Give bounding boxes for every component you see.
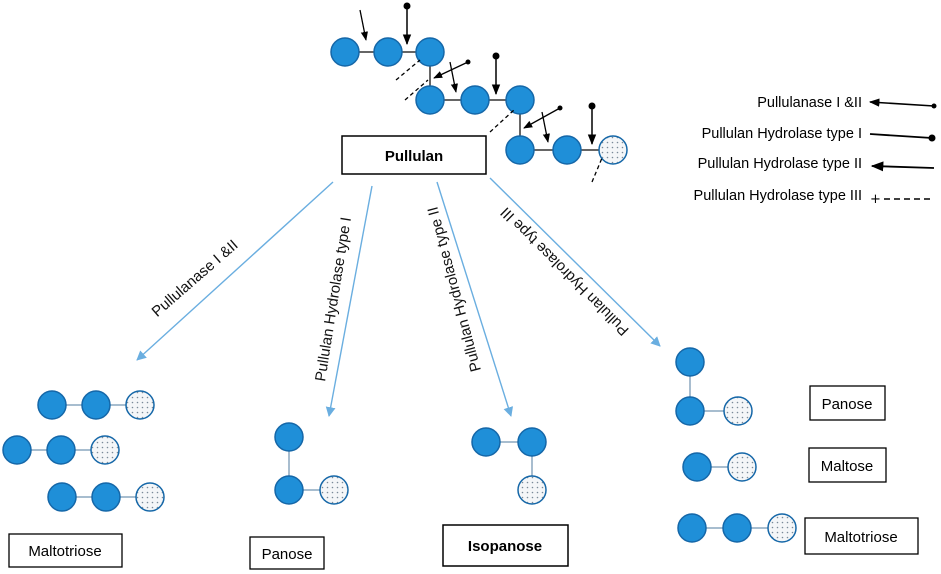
edge-label-type-1: Pullulan Hydrolase type I [312, 216, 355, 383]
glucose-unit [505, 85, 535, 115]
legend-label-type-1: Pullulan Hydrolase type I [702, 126, 862, 142]
glucose-unit [373, 37, 403, 67]
svg-text:+: + [870, 192, 881, 207]
edge-type-3 [489, 177, 661, 347]
pullulan-node: Pullulan [341, 135, 487, 175]
edge-label-type-2: Pullulan Hydrolase type II [424, 205, 484, 374]
pullulan-label: Pullulan [385, 148, 443, 165]
edge-type-2 [436, 181, 514, 417]
glucose-unit [415, 37, 445, 67]
product-label-type3-maltose: Maltose [821, 458, 874, 475]
glucose-unit [505, 135, 535, 165]
reaction-arrows [136, 177, 661, 417]
glucose-unit [415, 85, 445, 115]
glucose-unit [552, 135, 582, 165]
product-label-maltotriose: Maltotriose [28, 543, 101, 560]
legend-label-type-2: Pullulan Hydrolase type II [698, 156, 862, 172]
product-panose-group: Panose [249, 422, 349, 570]
product-type3-group: Panose Maltose Maltotriose [675, 347, 919, 555]
product-isopanose-group: Isopanose [442, 427, 569, 567]
product-maltotriose-group: Maltotriose [2, 390, 165, 568]
product-label-type3-maltotriose: Maltotriose [824, 529, 897, 546]
legend: Pullulanase I &II Pullulan Hydrolase typ… [694, 95, 937, 207]
reducing-end-unit [598, 135, 628, 165]
edge-label-type-3: Pullulan Hydrolase type III [497, 204, 632, 339]
glucose-unit [460, 85, 490, 115]
edge-type-1 [325, 185, 373, 417]
legend-label-type-3: Pullulan Hydrolase type III [694, 188, 862, 204]
product-label-type3-panose: Panose [822, 396, 873, 413]
product-label-isopanose: Isopanose [468, 538, 542, 555]
edge-pullulanase [136, 181, 334, 361]
legend-label-pullulanase: Pullulanase I &II [757, 95, 862, 111]
glucose-unit [330, 37, 360, 67]
pullulan-structure [330, 2, 628, 183]
product-label-panose: Panose [262, 546, 313, 563]
